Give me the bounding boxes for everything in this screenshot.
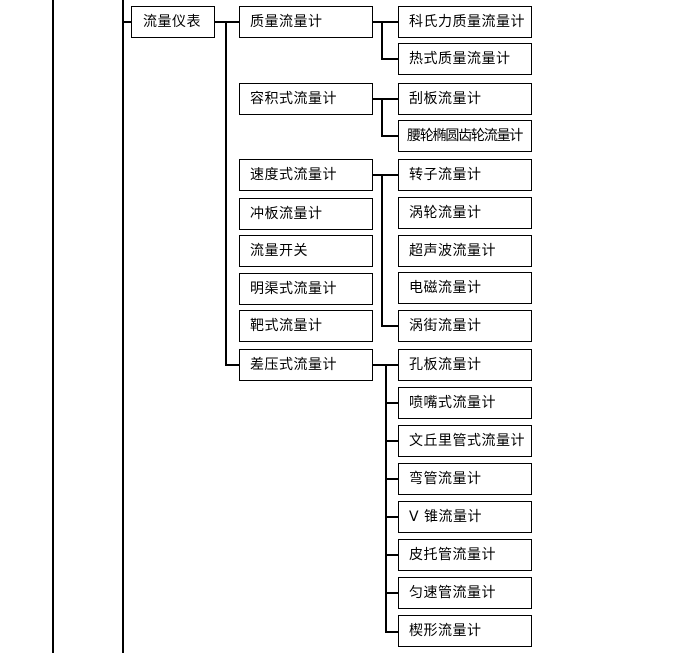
node-label: 流量仪表 xyxy=(143,14,201,30)
node-elbow-flowmeter[interactable]: 弯管流量计 xyxy=(398,463,532,495)
node-label: 差压式流量计 xyxy=(250,357,337,373)
node-roots-oval-gear-flowmeter[interactable]: 腰轮椭圆齿轮流量计 xyxy=(398,120,532,152)
page-left-rule-inner xyxy=(122,0,124,653)
node-label: 容积式流量计 xyxy=(250,91,337,107)
node-vortex-flowmeter[interactable]: 涡街流量计 xyxy=(398,310,532,342)
node-impact-plate-flowmeter[interactable]: 冲板流量计 xyxy=(239,198,373,230)
node-label: 流量开关 xyxy=(250,243,308,259)
node-label: 楔形流量计 xyxy=(409,623,482,639)
node-nozzle-flowmeter[interactable]: 喷嘴式流量计 xyxy=(398,387,532,419)
connector-root-left-stub xyxy=(122,21,132,23)
node-label: 热式质量流量计 xyxy=(409,51,511,67)
node-pitot-tube-flowmeter[interactable]: 皮托管流量计 xyxy=(398,539,532,571)
connector-differential-child-2 xyxy=(385,402,398,404)
connector-mass-trunk xyxy=(381,21,383,59)
node-v-cone-flowmeter[interactable]: V 锥流量计 xyxy=(398,501,532,533)
node-rotameter-flowmeter[interactable]: 转子流量计 xyxy=(398,159,532,191)
node-label: 明渠式流量计 xyxy=(250,281,337,297)
connector-volumetric-child-1 xyxy=(381,98,398,100)
node-thermal-mass-flowmeter[interactable]: 热式质量流量计 xyxy=(398,43,532,75)
connector-level2-trunk xyxy=(225,21,227,365)
node-label: 速度式流量计 xyxy=(250,167,337,183)
node-label: 转子流量计 xyxy=(409,167,482,183)
node-wedge-flowmeter[interactable]: 楔形流量计 xyxy=(398,615,532,647)
connector-level2-branch-differential xyxy=(225,364,239,366)
node-label: 电磁流量计 xyxy=(409,280,482,296)
node-turbine-flowmeter[interactable]: 涡轮流量计 xyxy=(398,197,532,229)
node-label: 质量流量计 xyxy=(250,14,323,30)
node-label: 匀速管流量计 xyxy=(409,585,496,601)
connector-differential-trunk xyxy=(385,364,387,632)
connector-differential-child-8 xyxy=(385,631,398,633)
connector-differential-child-5 xyxy=(385,516,398,518)
node-flow-switch[interactable]: 流量开关 xyxy=(239,235,373,267)
connector-velocity-child-5 xyxy=(381,325,398,327)
node-label: 科氏力质量流量计 xyxy=(409,14,525,30)
node-label: 靶式流量计 xyxy=(250,318,323,334)
node-label: 刮板流量计 xyxy=(409,91,482,107)
node-root-flow-instrument[interactable]: 流量仪表 xyxy=(131,6,215,38)
connector-mass-child-2 xyxy=(381,58,398,60)
connector-differential-child-6 xyxy=(385,554,398,556)
node-label: 弯管流量计 xyxy=(409,471,482,487)
connector-differential-child-1 xyxy=(385,364,398,366)
node-orifice-plate-flowmeter[interactable]: 孔板流量计 xyxy=(398,349,532,381)
node-label: 文丘里管式流量计 xyxy=(409,433,525,449)
node-differential-pressure-flowmeter[interactable]: 差压式流量计 xyxy=(239,349,373,381)
node-venturi-tube-flowmeter[interactable]: 文丘里管式流量计 xyxy=(398,425,532,457)
node-label: 冲板流量计 xyxy=(250,206,323,222)
node-open-channel-flowmeter[interactable]: 明渠式流量计 xyxy=(239,273,373,305)
connector-volumetric-trunk xyxy=(381,98,383,136)
node-label: 孔板流量计 xyxy=(409,357,482,373)
connector-differential-child-4 xyxy=(385,478,398,480)
connector-differential-child-7 xyxy=(385,592,398,594)
node-target-flowmeter[interactable]: 靶式流量计 xyxy=(239,310,373,342)
connector-differential-out-stub xyxy=(373,364,389,366)
node-coriolis-mass-flowmeter[interactable]: 科氏力质量流量计 xyxy=(398,6,532,38)
node-label: 超声波流量计 xyxy=(409,243,496,259)
node-mass-flowmeter[interactable]: 质量流量计 xyxy=(239,6,373,38)
connector-differential-child-3 xyxy=(385,440,398,442)
node-scraper-flowmeter[interactable]: 刮板流量计 xyxy=(398,83,532,115)
node-velocity-flowmeter[interactable]: 速度式流量计 xyxy=(239,159,373,191)
node-label: 涡轮流量计 xyxy=(409,205,482,221)
node-averaging-pitot-flowmeter[interactable]: 匀速管流量计 xyxy=(398,577,532,609)
node-ultrasonic-flowmeter[interactable]: 超声波流量计 xyxy=(398,235,532,267)
connector-mass-child-1 xyxy=(381,21,398,23)
connector-velocity-trunk xyxy=(381,174,383,326)
node-label: 涡街流量计 xyxy=(409,318,482,334)
page-left-rule-outer xyxy=(52,0,54,653)
connector-volumetric-child-2 xyxy=(381,135,398,137)
node-label: 喷嘴式流量计 xyxy=(409,395,496,411)
node-label: V 锥流量计 xyxy=(409,509,483,525)
node-label: 腰轮椭圆齿轮流量计 xyxy=(407,128,523,144)
node-label: 皮托管流量计 xyxy=(409,547,496,563)
connector-velocity-child-1 xyxy=(381,174,398,176)
node-volumetric-flowmeter[interactable]: 容积式流量计 xyxy=(239,83,373,115)
node-electromagnetic-flowmeter[interactable]: 电磁流量计 xyxy=(398,272,532,304)
connector-root-right-stub xyxy=(215,21,239,23)
